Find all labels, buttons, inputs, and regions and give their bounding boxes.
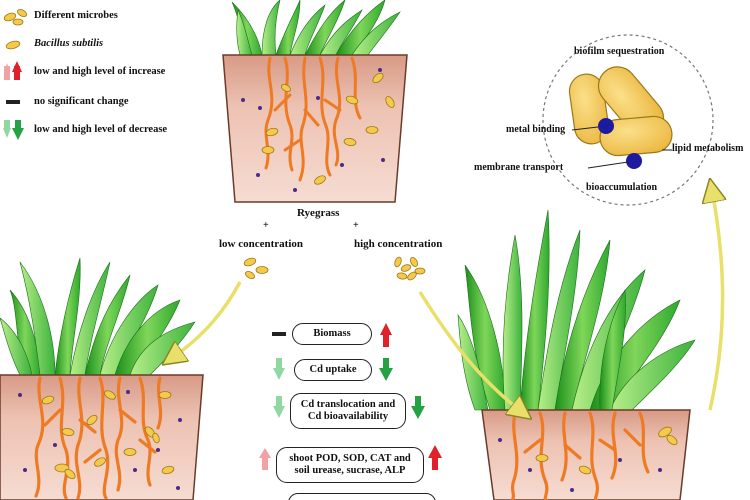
bacillus-low (41, 390, 175, 480)
microbes-control (241, 68, 385, 192)
mechanism-inset (542, 34, 714, 206)
bacillus-icon (5, 40, 21, 50)
bacillus-low-cluster (243, 257, 269, 280)
roots-low (34, 376, 163, 500)
biofilm-label: biofilm sequestration (574, 46, 665, 57)
pot-control-soil (222, 54, 408, 203)
effect-indicators (259, 323, 442, 470)
legend-microbes-label: Different microbes (34, 10, 118, 21)
membrane-transport-label: membrane transport (474, 162, 564, 173)
increase-legend-icon (4, 61, 22, 80)
high-concentration-label: high concentration (354, 238, 443, 250)
biomass-pill: Biomass (292, 323, 372, 345)
lipid-metabolism-label: lipid metabolism (672, 143, 744, 154)
ryegrass-label: Ryegrass (297, 207, 340, 219)
legend-icons (3, 8, 27, 140)
cd-translocation-decrease-low-icon (273, 396, 285, 418)
microbes-icon (3, 8, 27, 26)
no-change-legend-icon (6, 100, 20, 104)
cd-uptake-decrease-high-icon (379, 358, 393, 381)
arrow-to-low-pot (172, 281, 242, 358)
biomass-increase-high-icon (380, 323, 392, 347)
pot-high (457, 209, 696, 500)
legend-decrease-label: low and high level of decrease (34, 124, 168, 135)
plus-left: + (263, 220, 269, 231)
arrow-to-high-pot (418, 291, 522, 412)
bacillus-high (535, 426, 678, 475)
microbes-high (498, 438, 662, 492)
roots-high (510, 411, 650, 500)
pot-low (0, 257, 204, 500)
grass-control (231, 0, 401, 56)
cd-uptake-decrease-low-icon (273, 358, 285, 380)
cd-uptake-pill: Cd uptake (294, 359, 372, 381)
plus-right: + (353, 220, 359, 231)
cd-translocation-decrease-high-icon (411, 396, 425, 419)
metal-binding-label: metal binding (506, 124, 566, 135)
pot-high-soil (481, 409, 691, 500)
enzymes-increase-high-icon (428, 445, 442, 470)
enzymes-pill: shoot POD, SOD, CAT and soil urease, suc… (276, 447, 424, 483)
cd-translocation-pill: Cd translocation and Cd bioavailability (290, 393, 406, 429)
pot-control (222, 0, 408, 203)
partial-pill (288, 493, 436, 500)
microbes-low (18, 390, 182, 490)
bacillus-control (261, 72, 395, 185)
biomass-no-change-icon (272, 332, 286, 336)
grass-high (457, 209, 696, 411)
legend-no-change-label: no significant change (34, 96, 129, 107)
bacillus-high-cluster (394, 256, 426, 281)
grass-low (0, 257, 196, 376)
legend-bacillus-label: Bacillus subtilis (34, 38, 104, 49)
bioaccumulation-label: bioaccumulation (586, 182, 658, 193)
low-concentration-label: low concentration (219, 238, 304, 250)
arrow-to-mechanism (710, 190, 723, 411)
enzymes-increase-low-icon (259, 448, 271, 470)
legend-increase-label: low and high level of increase (34, 66, 166, 77)
decrease-legend-icon (3, 120, 24, 140)
